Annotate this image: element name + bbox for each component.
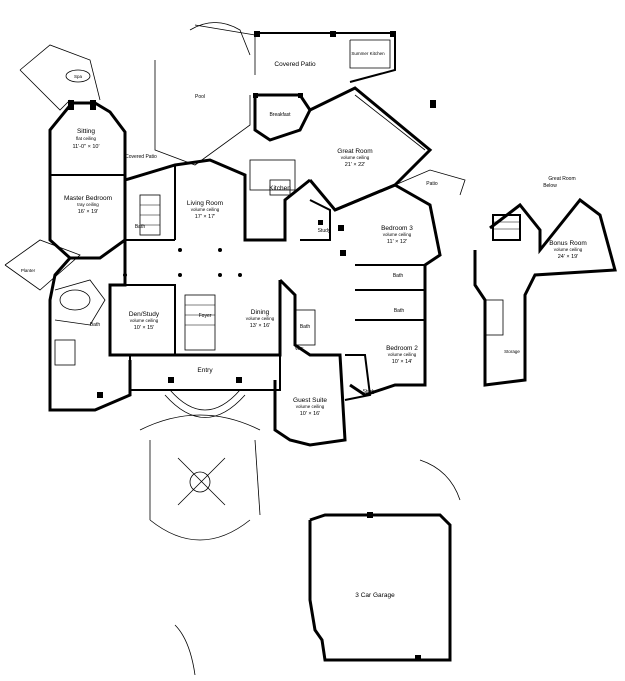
room-dim: 10' × 16' xyxy=(300,411,321,417)
room-label: Storage xyxy=(504,349,520,354)
bonus-room: Great Room Below Bonus Room volume ceili… xyxy=(473,176,617,387)
room-note: volume ceiling xyxy=(130,318,159,323)
room-dim: 24' × 19' xyxy=(558,254,579,260)
room-label: Covered Patio xyxy=(125,154,157,160)
room-label: Summer Kitchen xyxy=(351,51,385,56)
room-label: Entry xyxy=(197,367,213,374)
room-label: Great Room xyxy=(548,176,575,182)
room-label: Sitting xyxy=(77,128,95,135)
room-label-line2: Below xyxy=(543,183,557,189)
room-label: Spa xyxy=(74,74,83,79)
room-note: volume ceiling xyxy=(246,316,275,321)
room-dim: 13' × 16' xyxy=(250,323,271,329)
room-label: Master Bedroom xyxy=(64,195,112,202)
room-note: volume ceiling xyxy=(383,232,412,237)
room-label: Living Room xyxy=(187,200,223,207)
room-label: Bedroom 3 xyxy=(381,225,413,232)
room-note: volume ceiling xyxy=(341,155,370,160)
room-label: W.C. xyxy=(295,346,305,351)
room-label: 3 Car Garage xyxy=(355,592,395,599)
room-label: Bath xyxy=(300,324,311,330)
room-label: Bonus Room xyxy=(549,240,587,247)
landscape-lines xyxy=(4,22,461,676)
entry: Entry xyxy=(129,354,281,418)
room-dim: 10' × 14' xyxy=(392,359,413,365)
room-dim: 11' × 12' xyxy=(387,239,407,245)
room-dim: 17' × 17' xyxy=(195,214,216,220)
room-label: Covered Patio xyxy=(274,61,316,68)
room-dim: 21' × 22' xyxy=(345,162,366,168)
room-note: volume ceiling xyxy=(554,247,583,252)
room-note: volume ceiling xyxy=(296,404,325,409)
room-label: Planter xyxy=(21,268,36,273)
master-wing: Sitting flat ceiling 11'-0" × 10' Master… xyxy=(48,100,157,260)
room-label: Den/Study xyxy=(129,311,160,318)
room-note: volume ceiling xyxy=(388,352,417,357)
room-label: Pool xyxy=(195,94,205,100)
room-label: Breakfast xyxy=(269,112,291,118)
room-dim: 10' × 15' xyxy=(134,325,155,331)
room-label: Study xyxy=(363,389,376,395)
room-label: Bath xyxy=(393,273,404,279)
room-label: Guest Suite xyxy=(293,397,327,404)
room-label: Great Room xyxy=(337,148,372,155)
guest-suite: Bath W.C. Guest Suite volume ceiling 10'… xyxy=(273,278,376,447)
room-label: Dining xyxy=(251,309,270,316)
room-label: Kitchen xyxy=(269,185,291,192)
garage: 3 Car Garage xyxy=(308,512,452,662)
room-dim: 16' × 19' xyxy=(78,209,99,215)
room-label: Bath xyxy=(90,322,101,328)
room-label: Bath xyxy=(394,308,405,314)
room-label: Bath xyxy=(135,224,146,230)
room-label: Bedroom 2 xyxy=(386,345,418,352)
room-label: Study xyxy=(318,228,331,234)
room-note: flat ceiling xyxy=(76,136,97,141)
room-dim: 11'-0" × 10' xyxy=(72,144,99,150)
main-house: Bath Living Room volume ceiling 17' × 17… xyxy=(108,158,311,357)
room-label: Patio xyxy=(426,181,438,187)
room-note: tray ceiling xyxy=(77,202,99,207)
bedroom-wing: Bedroom 3 volume ceiling 11' × 12' Bath … xyxy=(334,100,442,397)
room-label: Foyer xyxy=(199,313,212,319)
room-note: volume ceiling xyxy=(191,207,220,212)
master-bath: Bath Planter xyxy=(21,257,132,412)
covered-patio-top: Covered Patio Summer Kitchen Pool Spa xyxy=(74,31,396,100)
kitchen-great-room: Breakfast Great Room volume ceiling 21' … xyxy=(249,86,466,256)
